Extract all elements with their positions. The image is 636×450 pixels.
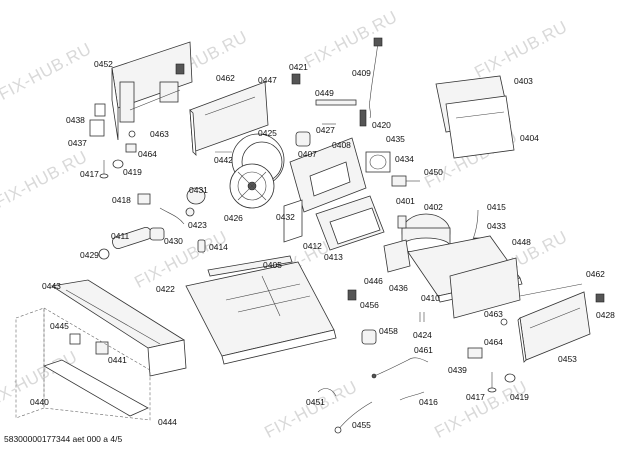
- callout-0448: 0448: [512, 237, 531, 247]
- callout-0417: 0417: [80, 169, 99, 179]
- callout-0409: 0409: [352, 68, 371, 78]
- callout-0443: 0443: [42, 281, 61, 291]
- callout-0437: 0437: [68, 138, 87, 148]
- callout-0456: 0456: [360, 300, 379, 310]
- callout-0412: 0412: [303, 241, 322, 251]
- callout-0408: 0408: [332, 140, 351, 150]
- callout-0445: 0445: [50, 321, 69, 331]
- callout-0441: 0441: [108, 355, 127, 365]
- callout-0439: 0439: [448, 365, 467, 375]
- callout-0433: 0433: [487, 221, 506, 231]
- callout-0423: 0423: [188, 220, 207, 230]
- callout-0404: 0404: [520, 133, 539, 143]
- document-reference: 58300000177344 aet 000 a 4/5: [4, 434, 123, 444]
- callout-0463: 0463: [150, 129, 169, 139]
- callout-0429: 0429: [80, 250, 99, 260]
- callout-0421: 0421: [289, 62, 308, 72]
- callout-0446: 0446: [364, 276, 383, 286]
- callout-0447: 0447: [258, 75, 277, 85]
- callout-0405: 0405: [263, 260, 282, 270]
- callout-0419: 0419: [123, 167, 142, 177]
- callout-0403: 0403: [514, 76, 533, 86]
- callout-0449: 0449: [315, 88, 334, 98]
- callout-0444: 0444: [158, 417, 177, 427]
- callout-0458: 0458: [379, 326, 398, 336]
- callout-0431: 0431: [189, 185, 208, 195]
- callout-0410: 0410: [421, 293, 440, 303]
- callout-0453: 0453: [558, 354, 577, 364]
- callout-0411: 0411: [111, 231, 130, 241]
- callout-0420: 0420: [372, 120, 391, 130]
- callout-0407: 0407: [298, 149, 317, 159]
- callout-0425: 0425: [258, 128, 277, 138]
- callout-0438: 0438: [66, 115, 85, 125]
- callout-0452: 0452: [94, 59, 113, 69]
- callout-0463: 0463: [484, 309, 503, 319]
- callout-0422: 0422: [156, 284, 175, 294]
- callout-0462: 0462: [216, 73, 235, 83]
- callout-0450: 0450: [424, 167, 443, 177]
- callout-0417: 0417: [466, 392, 485, 402]
- callout-0416: 0416: [419, 397, 438, 407]
- callout-0451: 0451: [306, 397, 325, 407]
- callout-0434: 0434: [395, 154, 414, 164]
- callout-0461: 0461: [414, 345, 433, 355]
- callout-0435: 0435: [386, 134, 405, 144]
- callout-0426: 0426: [224, 213, 243, 223]
- callout-0430: 0430: [164, 236, 183, 246]
- callout-0401: 0401: [396, 196, 415, 206]
- callout-0436: 0436: [389, 283, 408, 293]
- callout-0428: 0428: [596, 310, 615, 320]
- callout-0402: 0402: [424, 202, 443, 212]
- callout-0418: 0418: [112, 195, 131, 205]
- callout-0415: 0415: [487, 202, 506, 212]
- callout-0413: 0413: [324, 252, 343, 262]
- callout-0424: 0424: [413, 330, 432, 340]
- callout-0414: 0414: [209, 242, 228, 252]
- callout-0462: 0462: [586, 269, 605, 279]
- callout-0455: 0455: [352, 420, 371, 430]
- callout-0427: 0427: [316, 125, 335, 135]
- callout-0432: 0432: [276, 212, 295, 222]
- callout-0440: 0440: [30, 397, 49, 407]
- callout-0419: 0419: [510, 392, 529, 402]
- callout-0464: 0464: [138, 149, 157, 159]
- callout-0464: 0464: [484, 337, 503, 347]
- callout-0442: 0442: [214, 155, 233, 165]
